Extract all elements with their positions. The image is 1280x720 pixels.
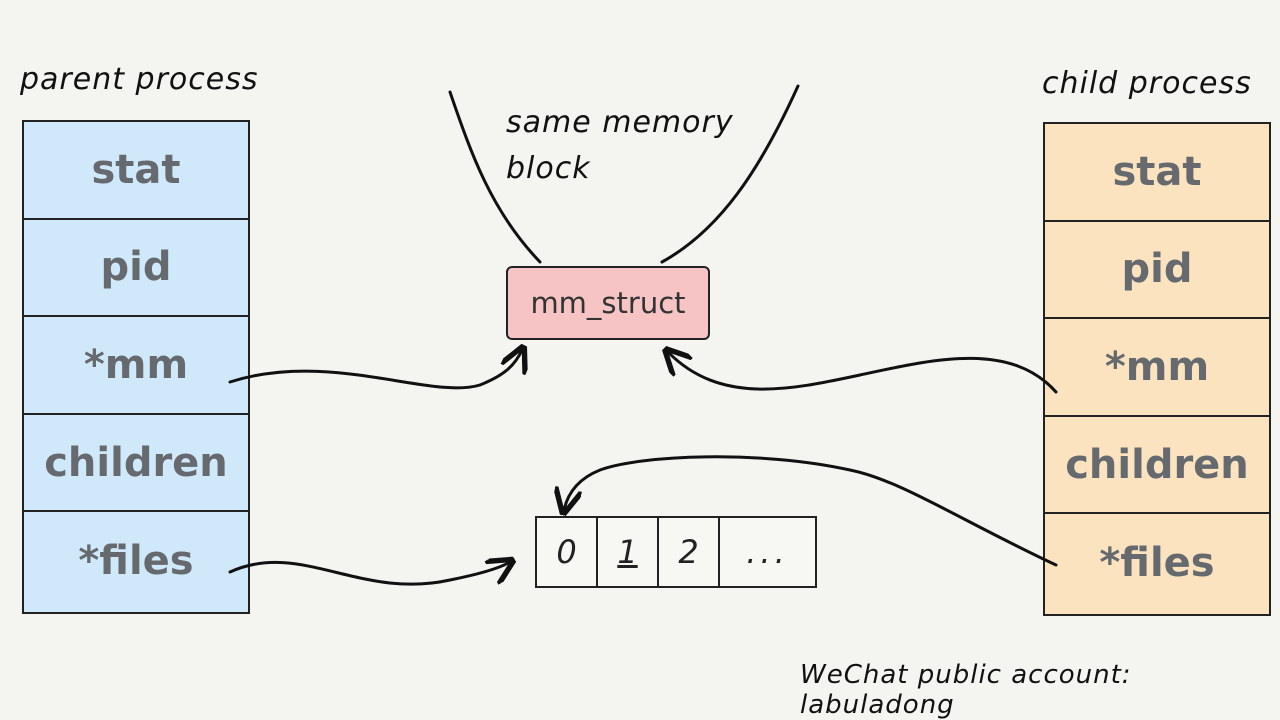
parent-field-children: children: [24, 415, 248, 513]
fd-cell-0: 0: [537, 518, 598, 586]
parent-process-title: parent process: [20, 62, 259, 97]
child-mm-arrow: [668, 352, 1058, 394]
parent-field-pid: pid: [24, 220, 248, 318]
same-memory-note: same memory block: [506, 105, 734, 186]
child-process-box: stat pid *mm children *files: [1043, 122, 1271, 616]
fd-cell-1: 1: [598, 518, 659, 586]
child-field-pid: pid: [1045, 222, 1269, 320]
child-field-mm: *mm: [1045, 319, 1269, 417]
parent-process-box: stat pid *mm children *files: [22, 120, 250, 614]
parent-files-arrow: [228, 562, 510, 586]
file-descriptor-table: 0 1 2 ...: [535, 516, 817, 588]
memory-line-left: [448, 90, 542, 264]
parent-field-stat: stat: [24, 122, 248, 220]
child-field-children: children: [1045, 417, 1269, 515]
memory-line-right: [660, 84, 800, 264]
fd-cell-1-label: 1: [617, 533, 638, 571]
parent-field-files: *files: [78, 538, 194, 585]
watermark: WeChat public account: labuladong: [800, 660, 1132, 720]
parent-mm-arrow: [228, 350, 522, 390]
child-field-stat: stat: [1045, 124, 1269, 222]
mm-struct-box: mm_struct: [506, 266, 710, 340]
child-files-arrow: [564, 455, 1058, 567]
child-field-files: *files: [1099, 540, 1215, 587]
fd-cell-more: ...: [746, 533, 789, 571]
fd-cell-2: 2: [659, 518, 720, 586]
parent-field-mm: *mm: [24, 317, 248, 415]
child-process-title: child process: [1042, 66, 1252, 101]
